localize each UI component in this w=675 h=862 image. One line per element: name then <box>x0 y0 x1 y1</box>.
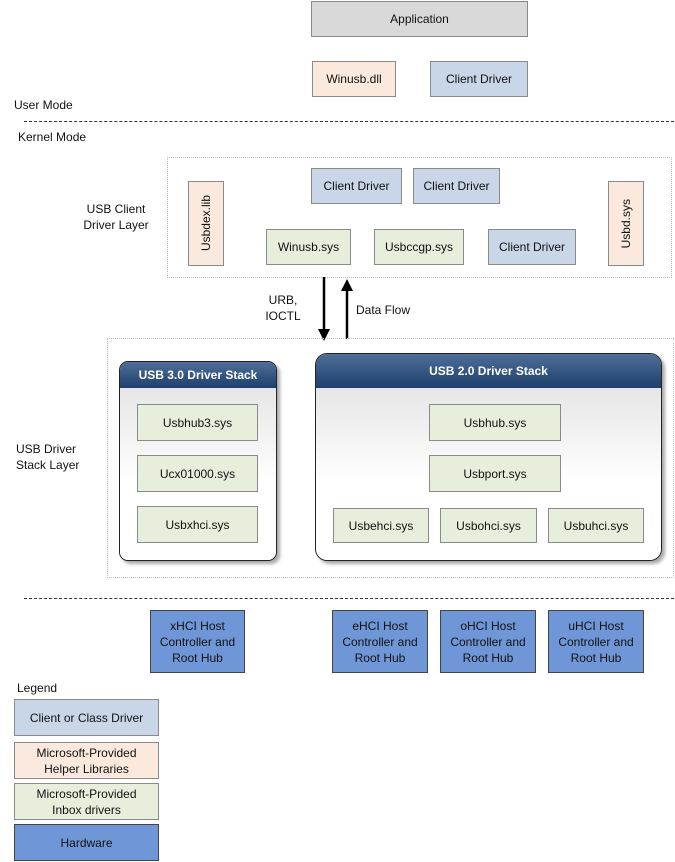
uhci-host-controller-box: uHCI Host Controller and Root Hub <box>548 610 644 673</box>
usbd-sys-box: Usbd.sys <box>608 181 644 266</box>
data-flow-label: Data Flow <box>356 303 411 317</box>
application-box: Application <box>311 1 528 37</box>
client-driver-layer-region <box>167 157 672 278</box>
usbdex-lib-text: Usbdex.lib <box>199 195 213 252</box>
usbuhci-sys-box: Usbuhci.sys <box>548 508 644 543</box>
usbdex-lib-box: Usbdex.lib <box>188 181 224 266</box>
winusb-dll-box: Winusb.dll <box>312 61 396 97</box>
driver-stack-layer-label: USB Driver Stack Layer <box>16 442 80 472</box>
kernel-client-driver-2: Client Driver <box>413 168 500 204</box>
hardware-divider <box>24 598 674 599</box>
usbhub3-sys-box: Usbhub3.sys <box>137 404 258 441</box>
usbccgp-sys-box: Usbccgp.sys <box>374 229 464 265</box>
down-arrow-head <box>318 329 330 341</box>
kernel-mode-label: Kernel Mode <box>18 130 87 144</box>
legend-title: Legend <box>17 681 58 695</box>
urb-ioctl-label: URB, IOCTL <box>265 293 301 323</box>
legend-inbox-drivers: Microsoft-Provided Inbox drivers <box>14 783 159 820</box>
user-client-driver-box: Client Driver <box>430 61 528 97</box>
up-arrow-head <box>341 279 353 291</box>
xhci-host-controller-box: xHCI Host Controller and Root Hub <box>150 610 245 673</box>
mode-divider <box>24 121 674 122</box>
kernel-client-driver-3: Client Driver <box>488 229 576 265</box>
usbehci-sys-box: Usbehci.sys <box>333 508 429 543</box>
ehci-host-controller-box: eHCI Host Controller and Root Hub <box>332 610 428 673</box>
client-driver-layer-label: USB Client Driver Layer <box>83 202 149 232</box>
legend-helper-libraries: Microsoft-Provided Helper Libraries <box>14 742 159 779</box>
usbhub-sys-box: Usbhub.sys <box>429 404 561 441</box>
usbport-sys-box: Usbport.sys <box>429 455 561 492</box>
winusb-sys-box: Winusb.sys <box>266 229 351 265</box>
usbxhci-sys-box: Usbxhci.sys <box>137 506 258 543</box>
ucx01000-sys-box: Ucx01000.sys <box>137 455 258 492</box>
usbohci-sys-box: Usbohci.sys <box>440 508 537 543</box>
driver-stack-layer-region <box>107 338 674 578</box>
usb2-stack-title: USB 2.0 Driver Stack <box>316 354 661 388</box>
kernel-client-driver-1: Client Driver <box>311 168 402 204</box>
usbd-sys-text: Usbd.sys <box>619 198 633 249</box>
ohci-host-controller-box: oHCI Host Controller and Root Hub <box>440 610 536 673</box>
data-flow-arrows <box>318 277 353 341</box>
legend-hardware: Hardware <box>14 824 159 861</box>
user-mode-label: User Mode <box>14 98 73 112</box>
legend-client-driver: Client or Class Driver <box>14 699 159 736</box>
usb3-stack-title: USB 3.0 Driver Stack <box>120 362 276 388</box>
